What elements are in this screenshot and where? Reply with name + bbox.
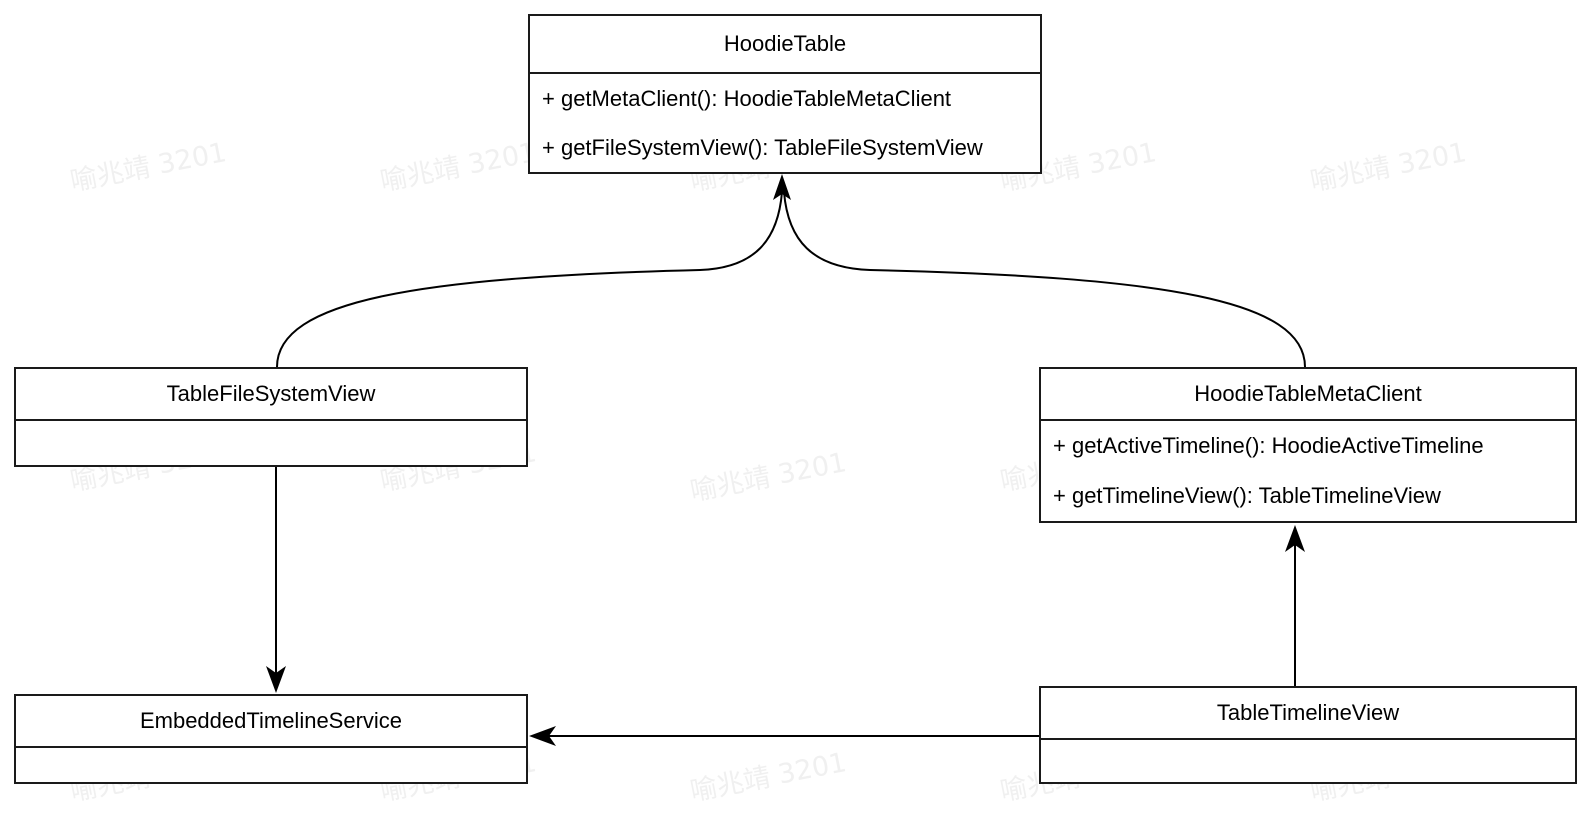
class-members: + getActiveTimeline(): HoodieActiveTimel… (1041, 421, 1575, 521)
edge-timelineview-to-embeddedtimeline (529, 726, 1039, 746)
uml-class-hoodie-table-meta-client[interactable]: HoodieTableMetaClient + getActiveTimelin… (1039, 367, 1577, 523)
class-members (16, 748, 526, 782)
edge-metaclient-to-hoodietable (783, 191, 1306, 368)
class-title: TableTimelineView (1041, 688, 1575, 740)
class-method: + getTimelineView(): TableTimelineView (1053, 483, 1441, 508)
arrowhead-icon (529, 726, 556, 746)
class-method: + getActiveTimeline(): HoodieActiveTimel… (1053, 433, 1484, 458)
class-title: TableFileSystemView (16, 369, 526, 421)
class-title: HoodieTable (530, 16, 1040, 74)
arrowhead-icon (773, 174, 791, 200)
edge-fsview-to-embeddedtimeline (266, 467, 286, 693)
class-members (16, 421, 526, 465)
class-method: + getMetaClient(): HoodieTableMetaClient (542, 86, 952, 111)
arrowhead-icon (1285, 525, 1305, 552)
uml-class-table-timeline-view[interactable]: TableTimelineView (1039, 686, 1577, 784)
uml-class-hoodie-table[interactable]: HoodieTable + getMetaClient(): HoodieTab… (528, 14, 1042, 174)
class-title: HoodieTableMetaClient (1041, 369, 1575, 421)
uml-class-embedded-timeline-service[interactable]: EmbeddedTimelineService (14, 694, 528, 784)
class-method: + getFileSystemView(): TableFileSystemVi… (542, 135, 983, 160)
class-members: + getMetaClient(): HoodieTableMetaClient… (530, 74, 1040, 172)
class-title: EmbeddedTimelineService (16, 696, 526, 748)
edge-fsview-to-hoodietable (276, 174, 791, 368)
arrowhead-icon (266, 666, 286, 693)
class-members (1041, 740, 1575, 782)
uml-class-table-file-system-view[interactable]: TableFileSystemView (14, 367, 528, 467)
edge-timelineview-to-metaclient (1285, 525, 1305, 686)
